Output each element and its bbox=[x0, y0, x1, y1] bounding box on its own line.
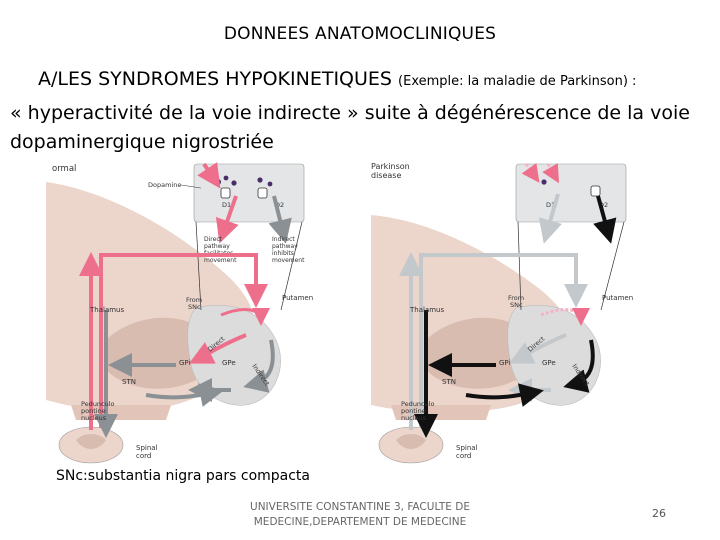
footer-line-1: UNIVERSITE CONSTANTINE 3, FACULTE DE bbox=[250, 501, 470, 513]
dopamine-vesicle bbox=[267, 181, 273, 187]
from-snc-label-1: From bbox=[186, 296, 202, 304]
from-snc-label-2: SNc bbox=[188, 303, 201, 311]
strong-indirect-arrow bbox=[593, 195, 617, 244]
from-snc-label-2: SNc bbox=[510, 301, 523, 309]
d2-receptor-icon bbox=[590, 185, 601, 197]
parkinson-panel-label-2: disease bbox=[371, 171, 401, 180]
zoom-line-left bbox=[195, 221, 202, 311]
ppn-label-2: pontine bbox=[81, 407, 106, 415]
dopamine-vesicle bbox=[257, 177, 263, 183]
spinal-label-1: Spinal bbox=[136, 444, 158, 452]
d1-to-direct-arrow bbox=[215, 195, 239, 244]
parkinson-panel: Parkinson disease D1 D2 Thalamus From SN… bbox=[371, 162, 633, 464]
basal-ganglia-figure: ormal Dopamine D1 D2 Direct pathway faci… bbox=[46, 160, 673, 465]
indirect-arrow bbox=[243, 339, 275, 393]
from-snc-arrow bbox=[540, 307, 590, 326]
d2-receptor-icon bbox=[257, 187, 268, 199]
gpi-label: GPi bbox=[499, 359, 510, 367]
thalamus-label: Thalamus bbox=[409, 306, 444, 314]
d1-label: D1 bbox=[546, 201, 555, 209]
subtitle-line-1: « hyperactivité de la voie indirecte » s… bbox=[10, 102, 690, 124]
direct-arrow bbox=[188, 333, 247, 364]
parkinson-panel-label-1: Parkinson bbox=[371, 162, 410, 171]
gpe-label: GPe bbox=[222, 359, 236, 367]
putamen-label: Putamen bbox=[602, 294, 633, 302]
stn-label: STN bbox=[122, 378, 136, 386]
spinal-label-1: Spinal bbox=[456, 444, 478, 452]
cortical-pink-loop bbox=[99, 253, 268, 428]
indirect-arrow bbox=[563, 339, 595, 393]
direct-arrow bbox=[508, 333, 567, 364]
zoom-line-left bbox=[517, 221, 522, 311]
dopamine-vesicle bbox=[231, 180, 237, 186]
stn-label: STN bbox=[442, 378, 456, 386]
basal-ganglia-diagram: ormal Dopamine D1 D2 Direct pathway faci… bbox=[46, 162, 633, 464]
direct-note-1: Direct bbox=[204, 236, 223, 243]
subtitle-line-2: dopaminergique nigrostriée bbox=[10, 131, 274, 153]
d1-label: D1 bbox=[222, 201, 231, 209]
dopamine-vesicle bbox=[223, 175, 229, 181]
ppn-label-1: Pedunculo bbox=[401, 400, 435, 408]
weak-direct-arrow bbox=[538, 193, 562, 244]
stn-to-gpi-arrow bbox=[465, 383, 544, 407]
figure-caption: SNc:substantia nigra pars compacta bbox=[56, 468, 311, 484]
dopamine-vesicle bbox=[541, 179, 547, 185]
reduced-dopamine-arrow bbox=[542, 163, 559, 184]
footer-line-2: MEDECINE,DEPARTEMENT DE MEDECINE bbox=[253, 516, 467, 529]
zoom-line-right bbox=[600, 221, 625, 311]
gpi-label: GPi bbox=[179, 359, 190, 367]
gpe-label: GPe bbox=[542, 359, 556, 367]
d2-to-indirect-arrow bbox=[268, 195, 292, 244]
cortical-light-loop bbox=[419, 253, 588, 428]
section-heading: A/LES SYNDROMES HYPOKINETIQUES (Exemple:… bbox=[38, 68, 636, 90]
spinal-label-2: cord bbox=[136, 452, 151, 460]
thalamus-label: Thalamus bbox=[89, 306, 124, 314]
slide-footer: UNIVERSITE CONSTANTINE 3, FACULTE DE MED… bbox=[240, 500, 480, 530]
ppn-label-3: nucleus bbox=[401, 414, 427, 422]
d2-label: D2 bbox=[599, 201, 608, 209]
from-snc-arrow bbox=[220, 307, 270, 326]
indirect-note-2: pathway bbox=[272, 243, 298, 250]
page-number: 26 bbox=[652, 507, 666, 520]
direct-note-2: pathway bbox=[204, 243, 230, 250]
ppn-label-3: nucleus bbox=[81, 414, 107, 422]
indirect-note-1: Indirect bbox=[272, 236, 295, 243]
ppn-label-2: pontine bbox=[401, 407, 426, 415]
reduced-dopamine-arrow bbox=[521, 163, 540, 183]
ppn-label-1: Pedunculo bbox=[81, 400, 115, 408]
d2-label: D2 bbox=[275, 201, 284, 209]
indirect-note-4: movement bbox=[272, 257, 305, 264]
heading-example: (Exemple: la maladie de Parkinson) : bbox=[398, 74, 637, 89]
putamen-label: Putamen bbox=[282, 294, 313, 302]
normal-panel-label: ormal bbox=[52, 164, 76, 174]
dopamine-label: Dopamine bbox=[148, 181, 181, 189]
d1-receptor-icon bbox=[220, 187, 231, 199]
slide-title: DONNEES ANATOMOCLINIQUES bbox=[223, 24, 497, 44]
stn-to-gpi-arrow bbox=[145, 383, 224, 407]
indirect-note-3: inhibits bbox=[272, 250, 294, 257]
direct-note-4: movement bbox=[204, 257, 237, 264]
from-snc-label-1: From bbox=[508, 294, 524, 302]
normal-panel: ormal Dopamine D1 D2 Direct pathway faci… bbox=[46, 162, 313, 464]
spinal-label-2: cord bbox=[456, 452, 471, 460]
dopamine-input-arrow bbox=[197, 162, 221, 189]
zoom-line-right bbox=[280, 221, 303, 311]
heading-main: A/LES SYNDROMES HYPOKINETIQUES bbox=[38, 68, 392, 90]
